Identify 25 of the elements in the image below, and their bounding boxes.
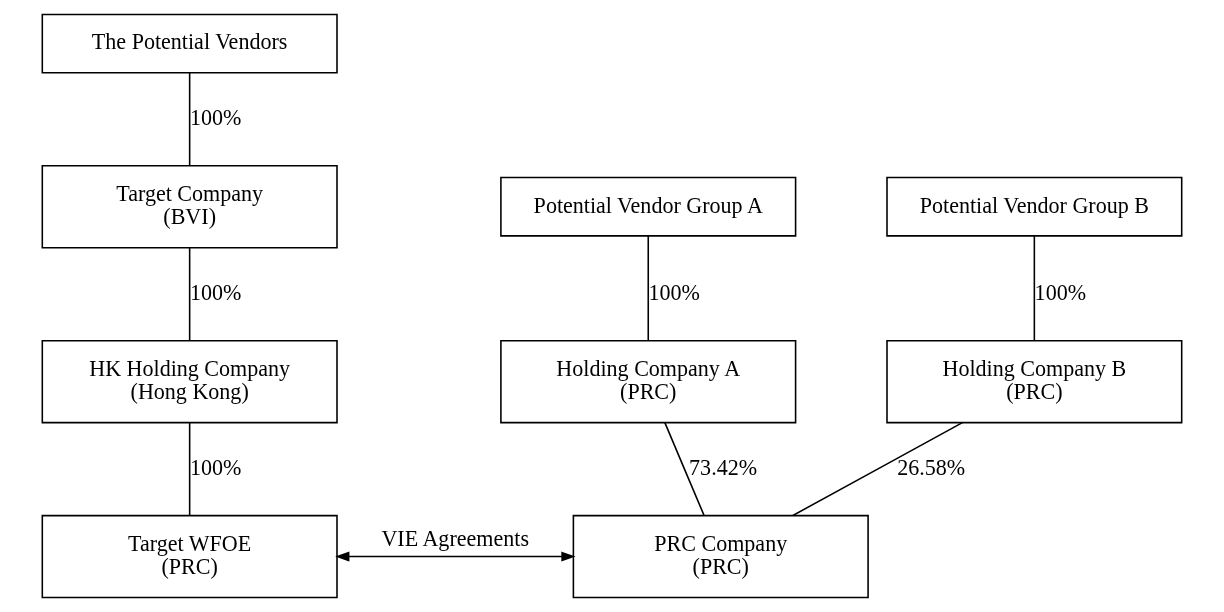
edge-label: 100% <box>189 280 242 306</box>
connector <box>664 421 705 516</box>
edge-label: 26.58% <box>897 454 966 480</box>
connector <box>188 246 191 342</box>
arrow <box>335 551 576 562</box>
edge-label: 100% <box>648 280 700 306</box>
edge-label: 100% <box>189 105 242 131</box>
connector <box>188 72 191 167</box>
node-box: Holding Company A (PRC) <box>500 339 797 424</box>
edge-label: 100% <box>1034 280 1087 306</box>
edge-label: 73.42% <box>689 454 758 480</box>
node-box: Holding Company B (PRC) <box>886 339 1183 424</box>
connector <box>188 421 191 516</box>
connector <box>647 235 650 342</box>
node-box: Potential Vendor Group B <box>886 176 1183 237</box>
node-box: Potential Vendor Group A <box>500 176 797 237</box>
connector <box>1033 235 1036 342</box>
node-box: HK Holding Company (Hong Kong) <box>41 339 338 424</box>
node-box: Target WFOE (PRC) <box>41 514 338 599</box>
connector <box>792 421 964 517</box>
edge-label: VIE Agreements <box>381 525 529 551</box>
node-box: Target Company (BVI) <box>41 164 338 249</box>
node-box: The Potential Vendors <box>41 13 338 74</box>
node-box: PRC Company (PRC) <box>572 514 869 599</box>
edge-label: 100% <box>189 454 242 480</box>
